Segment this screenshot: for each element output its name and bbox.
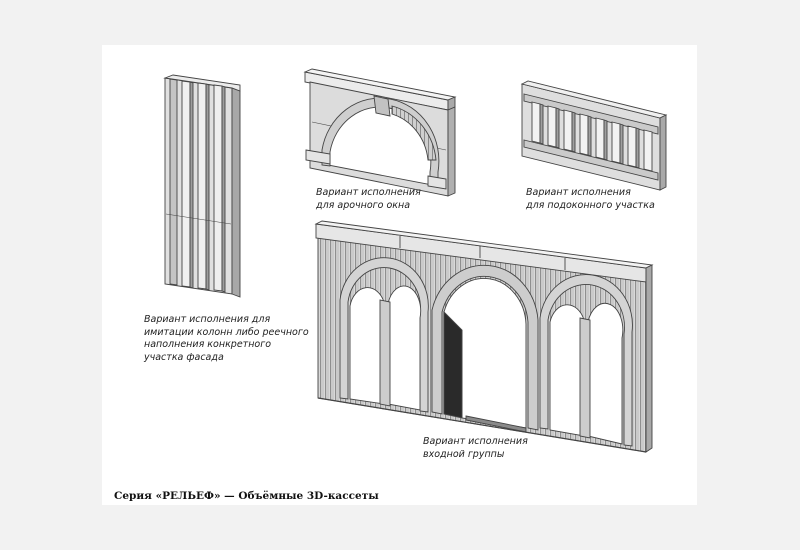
series-footer-title: Серия «РЕЛЬЕФ» — Объёмные 3D-кассеты	[114, 490, 379, 502]
sill-section-illustration	[520, 80, 668, 191]
caption-line: наполнения конкретного	[144, 339, 272, 350]
sill-section-caption: Вариант исполнения для подоконного участ…	[526, 187, 655, 212]
caption-line: участка фасада	[144, 351, 224, 363]
caption-line: входной группы	[423, 448, 505, 460]
arch-window-caption: Вариант исполнения для арочного окна	[316, 187, 421, 212]
column-panel-caption: Вариант исполнения для имитации колонн л…	[144, 314, 309, 364]
caption-line: для подоконного участка	[526, 199, 655, 211]
caption-line: Вариант исполнения для	[144, 314, 271, 325]
caption-line: Вариант исполнения	[526, 187, 631, 198]
column-panel-illustration	[163, 74, 241, 298]
caption-line: для арочного окна	[316, 199, 411, 211]
caption-line: Вариант исполнения	[316, 187, 421, 198]
caption-line: имитации колонн либо реечного	[144, 326, 309, 338]
entrance-group-illustration	[314, 220, 654, 453]
arch-window-illustration	[303, 68, 457, 197]
entrance-group-caption: Вариант исполнения входной группы	[423, 436, 528, 461]
caption-line: Вариант исполнения	[423, 436, 528, 447]
